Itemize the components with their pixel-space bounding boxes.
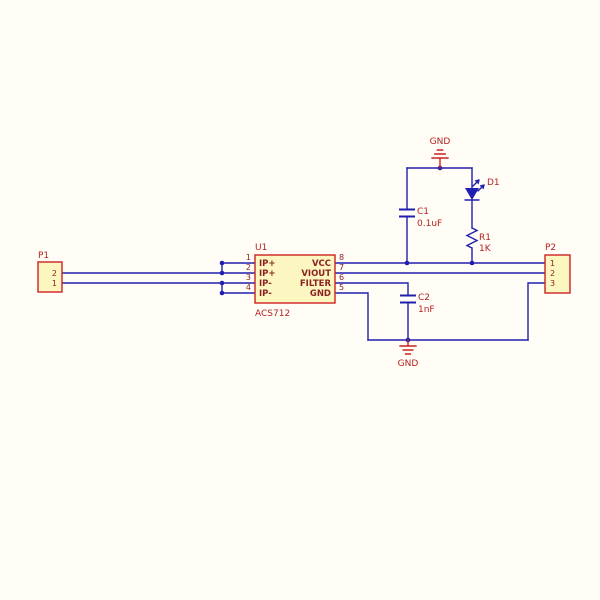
- junction-dot: [404, 260, 410, 266]
- u1-pin-num-2: 2: [246, 263, 251, 272]
- component-p2[interactable]: P2 1 2 3: [544, 243, 571, 294]
- junction-dot: [469, 260, 475, 266]
- c1-value: 0.1uF: [417, 219, 442, 229]
- r1-ref: R1: [479, 233, 491, 243]
- r1-value: 1K: [479, 244, 492, 254]
- d1-ref: D1: [487, 178, 500, 188]
- u1-pin-name-vcc: VCC: [312, 259, 331, 269]
- p2-pin-1: 1: [550, 259, 555, 268]
- led-triangle: [465, 188, 479, 200]
- p1-ref: P1: [38, 251, 49, 261]
- component-u1[interactable]: U1 ACS712 1 2 3 4 IP+ IP+ IP- IP- 8 7 6 …: [246, 243, 344, 319]
- component-d1[interactable]: D1: [464, 178, 500, 201]
- u1-ref: U1: [255, 243, 267, 253]
- c2-ref: C2: [418, 293, 430, 303]
- component-c1[interactable]: C1 0.1uF: [399, 207, 442, 229]
- p1-pin-1: 1: [52, 279, 57, 288]
- component-gnd-bottom[interactable]: GND: [398, 339, 419, 369]
- component-r1[interactable]: R1 1K: [465, 227, 492, 254]
- p2-body: [544, 254, 571, 294]
- p1-body: [37, 261, 63, 293]
- u1-pin-name-filter: FILTER: [300, 279, 332, 289]
- u1-pin-name-gnd: GND: [310, 289, 331, 299]
- led-emission-arrow: [472, 179, 480, 187]
- wire-pin5-gnd[interactable]: [334, 292, 369, 341]
- u1-body: [254, 254, 336, 304]
- p1-pin-2: 2: [52, 269, 57, 278]
- junction-dot: [219, 260, 225, 266]
- component-p1[interactable]: P1 2 1: [37, 251, 63, 293]
- gnd-top-label: GND: [430, 137, 451, 147]
- c1-ref: C1: [417, 207, 429, 217]
- u1-pin-num-5: 5: [339, 283, 344, 292]
- component-c2[interactable]: C2 1nF: [400, 293, 435, 315]
- wire-p2-gnd[interactable]: [527, 282, 546, 341]
- u1-pin-name-ip2: IP+: [259, 269, 276, 279]
- junction-dot: [219, 290, 225, 296]
- led-emission-arrow: [477, 184, 485, 192]
- u1-pin-name-viout: VIOUT: [301, 269, 331, 279]
- wire-filter-c2[interactable]: [334, 282, 409, 296]
- gnd-bottom-label: GND: [398, 359, 419, 369]
- u1-pin-name-ip3: IP-: [259, 279, 272, 289]
- u1-pin-num-6: 6: [339, 273, 344, 282]
- ground-symbol: [431, 149, 449, 169]
- u1-pin-num-3: 3: [246, 273, 251, 282]
- p2-pin-3: 3: [550, 279, 555, 288]
- u1-pin-name-ip1: IP+: [259, 259, 276, 269]
- junction-dot: [219, 270, 225, 276]
- u1-pin-num-1: 1: [246, 253, 251, 262]
- u1-pin-num-7: 7: [339, 263, 344, 272]
- u1-pin-name-ip4: IP-: [259, 289, 272, 299]
- component-gnd-top[interactable]: GND: [430, 137, 451, 169]
- u1-value: ACS712: [255, 309, 290, 319]
- p2-ref: P2: [545, 243, 556, 253]
- u1-pin-num-4: 4: [246, 283, 251, 292]
- junction-dots: [219, 165, 475, 343]
- junction-dot: [219, 280, 225, 286]
- u1-pin-num-8: 8: [339, 253, 344, 262]
- resistor-zigzag: [465, 227, 479, 249]
- p2-pin-2: 2: [550, 269, 555, 278]
- ground-symbol: [399, 339, 417, 355]
- c2-value: 1nF: [418, 305, 435, 315]
